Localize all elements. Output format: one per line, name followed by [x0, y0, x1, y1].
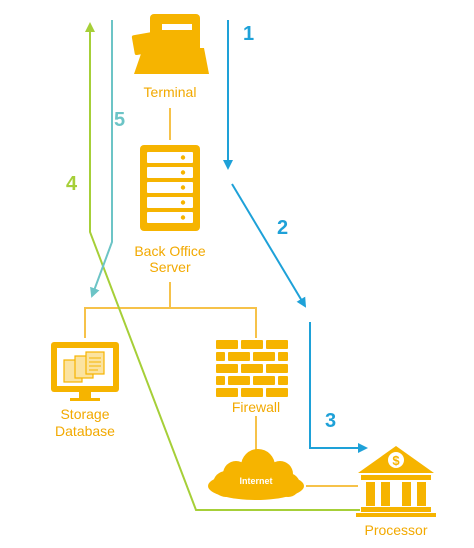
flow-arrow-4	[85, 22, 360, 511]
server-label-line2: Server	[149, 259, 191, 275]
storage-label-line2: Database	[55, 423, 115, 439]
brick-wall-icon	[216, 340, 288, 397]
internet-node: Internet	[208, 449, 304, 500]
processor-label: Processor	[364, 522, 427, 538]
monitor-documents-icon	[51, 342, 119, 401]
terminal-label: Terminal	[144, 84, 197, 100]
step-number-4: 4	[66, 173, 78, 195]
back-office-server-node: Back Office Server	[134, 145, 206, 275]
dollar-symbol: $	[392, 453, 400, 468]
firewall-node: Firewall	[216, 340, 288, 415]
processor-node: $ Processor	[356, 446, 436, 538]
step-number-2: 2	[277, 217, 288, 239]
card-terminal-icon	[131, 14, 209, 74]
firewall-label: Firewall	[232, 399, 280, 415]
server-branch-connector	[84, 307, 257, 338]
terminal-node: Terminal	[131, 14, 209, 100]
cloud-icon	[208, 449, 304, 500]
server-label-line1: Back Office	[134, 243, 206, 259]
step-number-3: 3	[325, 410, 336, 432]
step-number-5: 5	[114, 109, 125, 131]
flow-arrow-3	[309, 322, 368, 453]
step-number-1: 1	[243, 23, 254, 45]
storage-database-node: Storage Database	[51, 342, 119, 439]
flow-arrow-2	[231, 183, 307, 308]
storage-label-line1: Storage	[60, 406, 109, 422]
flow-arrow-5	[90, 20, 113, 298]
dollar-badge	[388, 452, 404, 468]
internet-label: Internet	[239, 476, 272, 486]
flow-arrows	[85, 20, 368, 511]
network-connectors	[84, 108, 358, 487]
server-rack-icon	[140, 145, 200, 231]
